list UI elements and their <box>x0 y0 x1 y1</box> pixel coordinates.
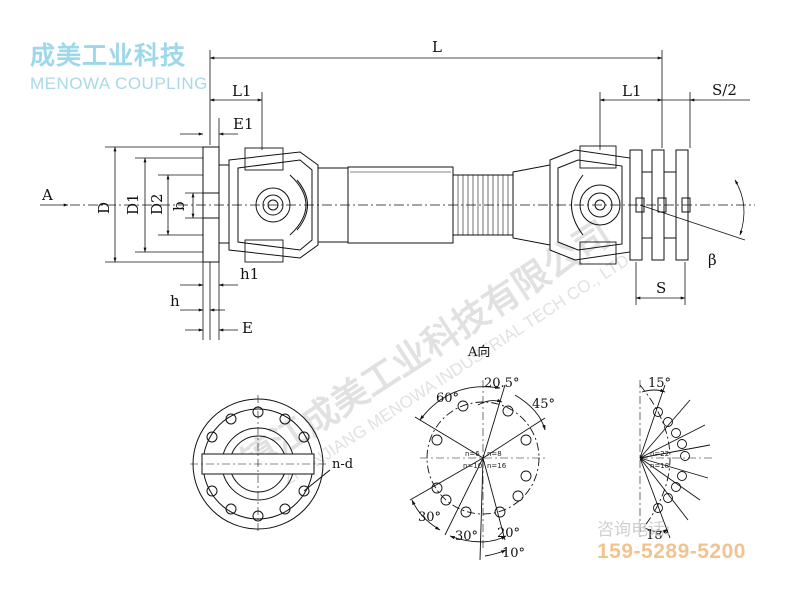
dim-S-half: S/2 <box>712 81 737 99</box>
flange-end-view <box>190 395 331 533</box>
brand-name-cn: 成美工业科技 <box>30 41 187 70</box>
dim-b: b <box>170 201 188 211</box>
view-a-title: A向 <box>467 344 490 360</box>
shaft-side-view <box>70 145 755 265</box>
dimension-lines <box>40 50 750 340</box>
contact-label: 咨询电话: <box>597 520 671 540</box>
dim-L: L <box>432 38 442 56</box>
brand-name-en: MENOWA COUPLING <box>30 74 208 93</box>
contact-info: 咨询电话: 159-5289-5200 <box>597 515 746 564</box>
count-n10: n=10 <box>463 462 482 470</box>
dim-L1-right: L1 <box>622 82 642 100</box>
dim-S: S <box>656 279 666 297</box>
angle-10: 10° <box>502 546 525 561</box>
view-a-labels: 60° 20.5° 45° 30° 30° 20° 10° n=6 n=8 n=… <box>418 376 555 561</box>
dim-beta: β <box>708 251 717 269</box>
partial-hole-view <box>639 380 712 540</box>
count-n16: n=16 <box>487 462 507 470</box>
dim-D: D <box>95 202 113 214</box>
contact-phone[interactable]: 159-5289-5200 <box>597 540 746 563</box>
angle-15: 15° <box>648 376 671 391</box>
count-n18: n=18 <box>650 462 669 470</box>
label-n-d: n-d <box>332 457 353 472</box>
count-n8: n=8 <box>487 450 502 458</box>
dim-L1-left: L1 <box>232 82 252 100</box>
dim-D2: D2 <box>148 193 166 215</box>
brand-logo: 成美工业科技 MENOWA COUPLING <box>30 36 208 94</box>
angle-20-5: 20.5° <box>484 376 519 391</box>
watermark-en: ZHENJIANG MENOWA INDUSTRIAL TECH CO., LT… <box>279 250 632 489</box>
dim-h1: h1 <box>240 265 259 283</box>
angle-45: 45° <box>532 397 555 412</box>
dim-E1: E1 <box>233 115 254 133</box>
angle-18: 18° <box>646 528 669 543</box>
spline-teeth <box>457 175 509 235</box>
angle-20: 20° <box>497 526 520 541</box>
angle-60: 60° <box>436 391 459 406</box>
view-a-hole-pattern <box>409 380 548 561</box>
count-n6: n=6 <box>465 450 480 458</box>
dimension-labels: L L1 L1 S/2 E1 A D D1 D2 b h1 h E S β <box>41 38 737 337</box>
partial-view-labels: 15° 18° n=22 n=18 <box>646 376 671 543</box>
dim-h: h <box>170 292 180 310</box>
dim-E: E <box>242 319 253 337</box>
dim-D1: D1 <box>124 193 142 215</box>
angle-30-left: 30° <box>418 510 441 525</box>
label-A: A <box>41 186 53 204</box>
angle-30-mid: 30° <box>455 529 478 544</box>
count-n22: n=22 <box>650 450 669 458</box>
